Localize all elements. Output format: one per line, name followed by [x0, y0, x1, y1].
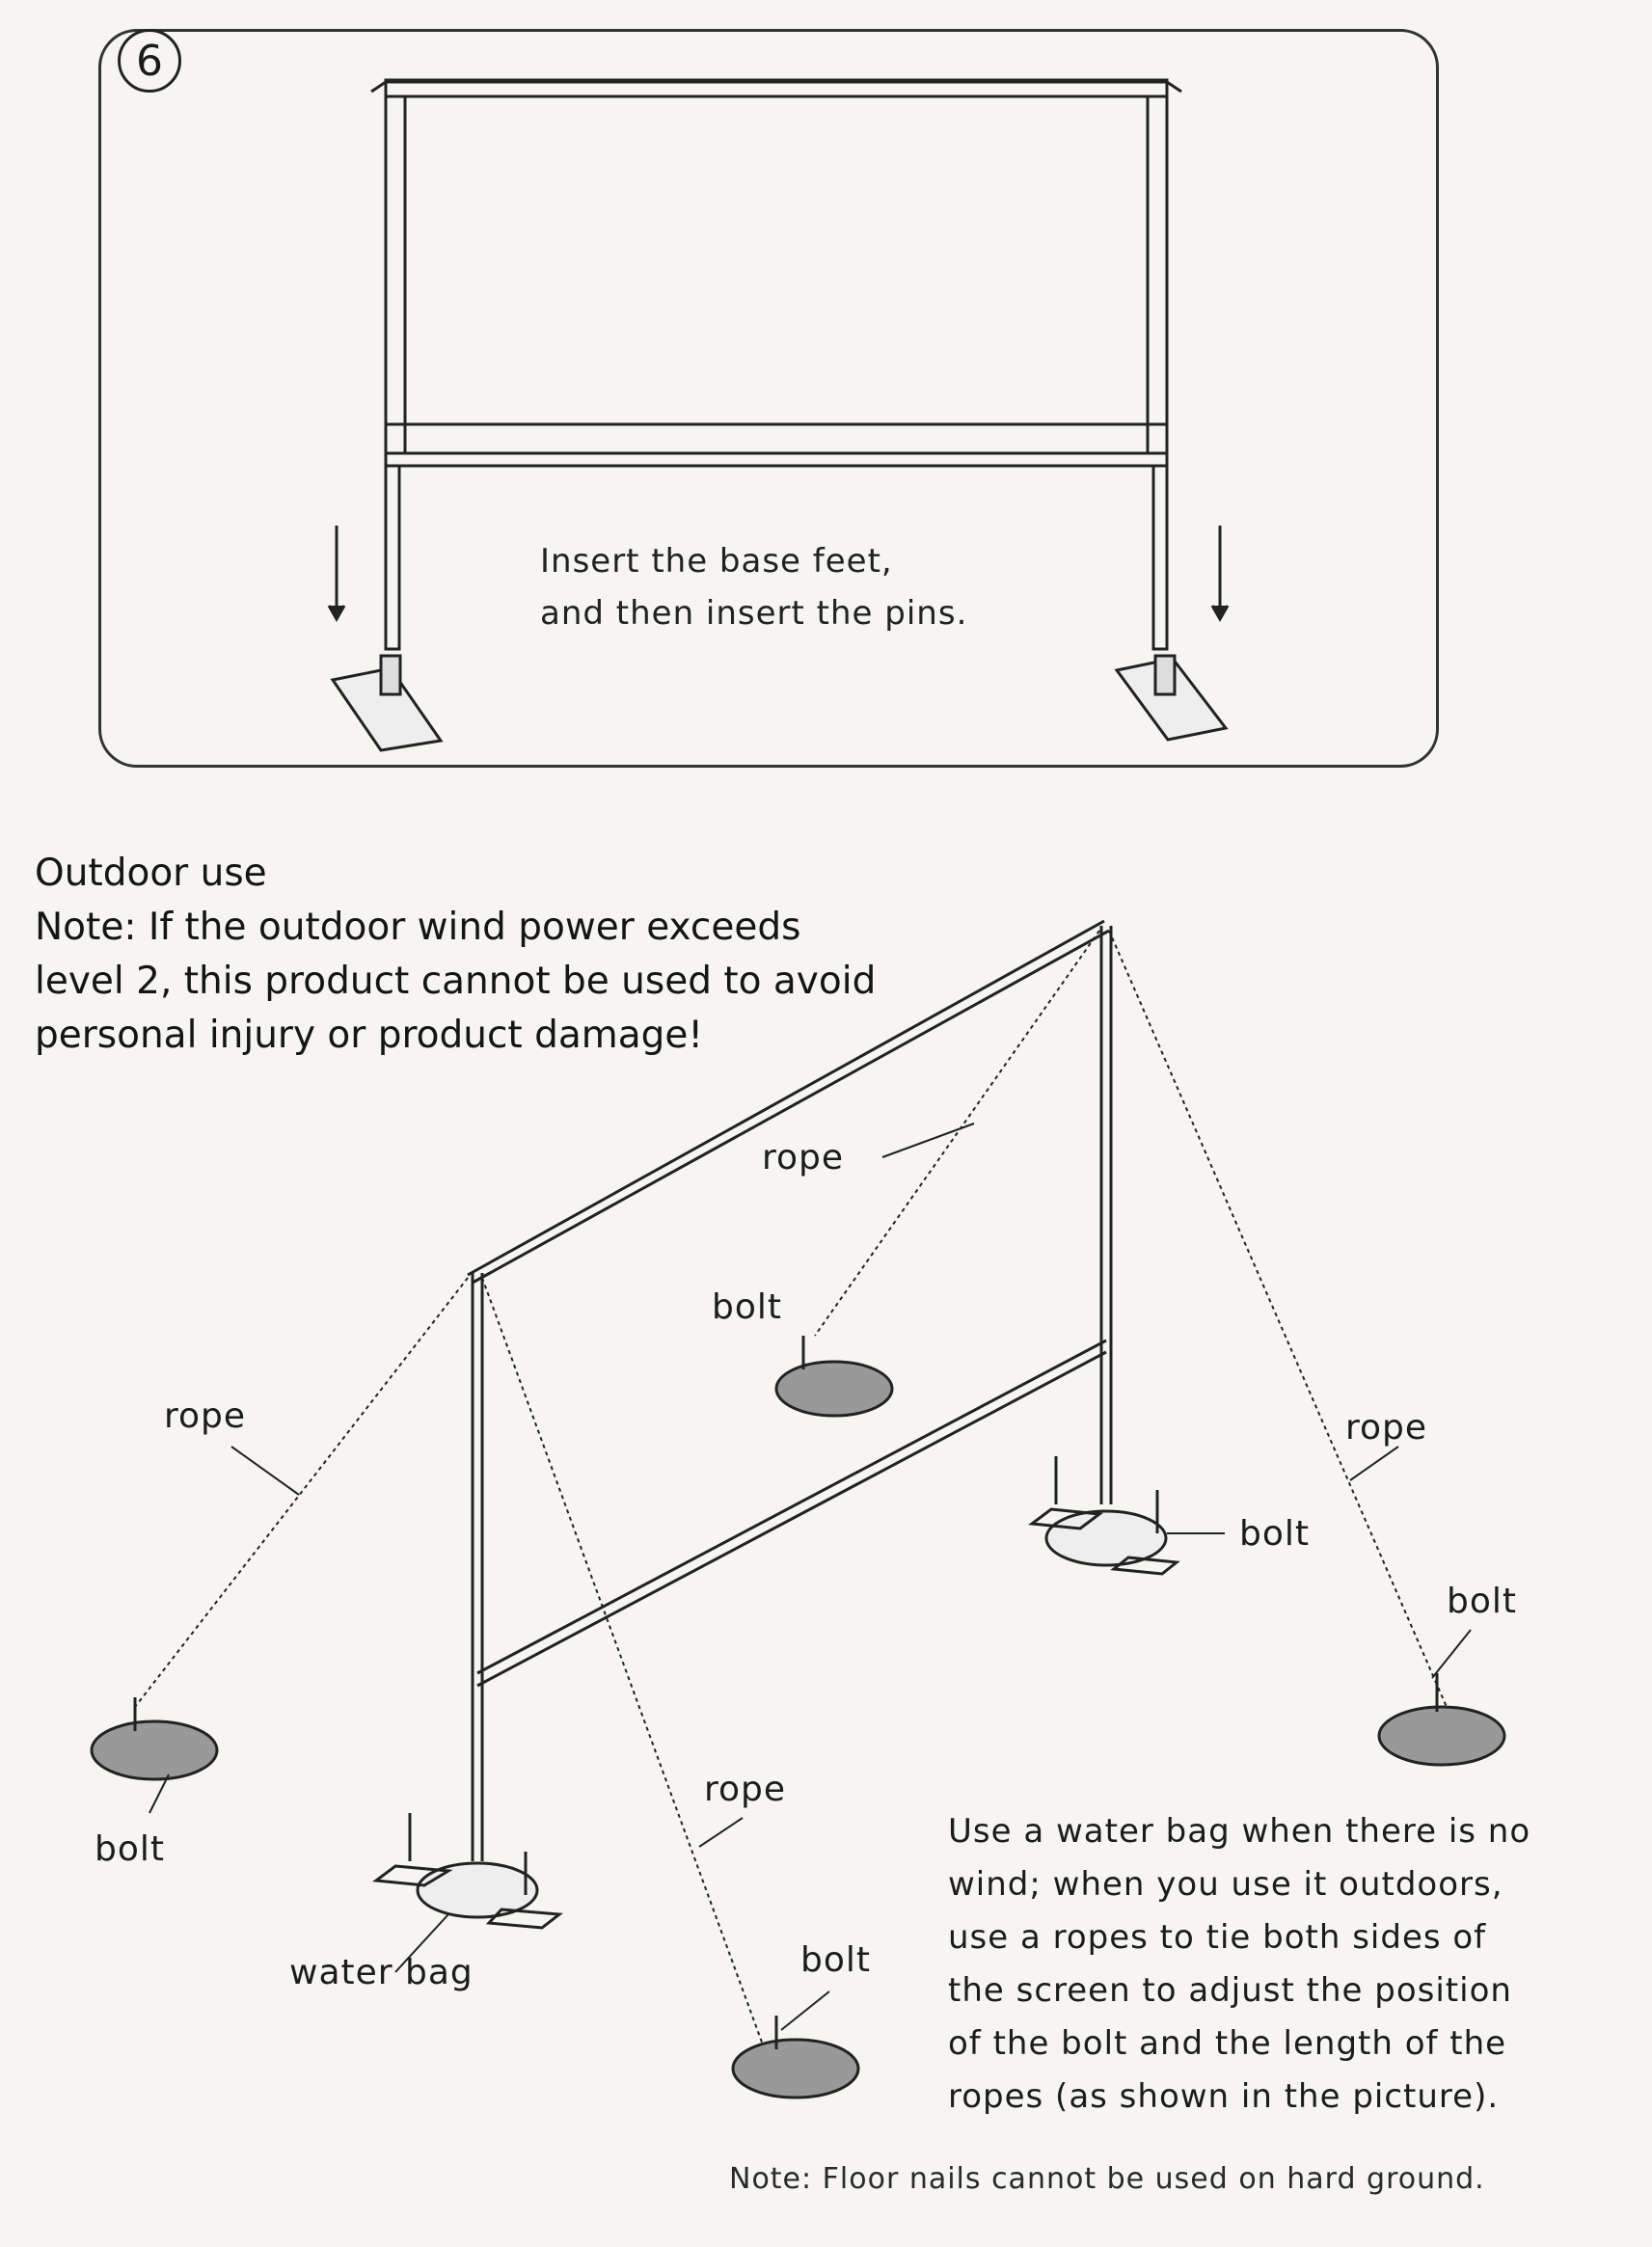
- step-number-badge: 6: [118, 29, 181, 93]
- outdoor-use-note: Outdoor use Note: If the outdoor wind po…: [35, 847, 876, 1063]
- base-foot-right: [1114, 654, 1229, 742]
- instruction-line: ropes (as shown in the picture).: [948, 2077, 1500, 2116]
- bolt-mat-front: [731, 2016, 860, 2099]
- note-line: personal injury or product damage!: [35, 1014, 704, 1057]
- instruction-line: Use a water bag when there is no: [948, 1812, 1531, 1851]
- insert-arrow-right: [1210, 526, 1230, 623]
- leader-lines: [149, 1123, 1472, 2031]
- note-line: level 2, this product cannot be used to …: [35, 960, 877, 1003]
- screen-frame-step6: [370, 78, 1182, 651]
- bolt-mat-left: [90, 1697, 219, 1781]
- instruction-line: use a ropes to tie both sides of: [948, 1918, 1487, 1957]
- water-bag-base-right: [1028, 1456, 1180, 1576]
- step-6-caption: Insert the base feet, and then insert th…: [540, 535, 967, 639]
- insert-arrow-left: [327, 526, 346, 623]
- label-rope-left: rope: [164, 1396, 247, 1436]
- bolt-mat-far-right: [1377, 1673, 1506, 1767]
- note-line: Note: If the outdoor wind power exceeds: [35, 906, 801, 949]
- label-bolt-base-right: bolt: [1239, 1514, 1310, 1554]
- label-rope-right: rope: [1345, 1408, 1428, 1448]
- outdoor-heading: Outdoor use: [35, 852, 267, 895]
- footnote: Note: Floor nails cannot be used on hard…: [729, 2162, 1485, 2196]
- usage-instructions: Use a water bag when there is no wind; w…: [948, 1805, 1530, 2124]
- step-number: 6: [136, 36, 163, 86]
- label-bolt-back: bolt: [712, 1287, 782, 1327]
- caption-line: and then insert the pins.: [540, 594, 968, 633]
- label-water-bag: water bag: [289, 1953, 474, 1992]
- label-rope-front: rope: [704, 1770, 787, 1809]
- ropes: [134, 930, 1448, 2070]
- outdoor-frame: [467, 919, 1113, 1861]
- caption-line: Insert the base feet,: [540, 542, 893, 581]
- instruction-line: of the bolt and the length of the: [948, 2024, 1507, 2063]
- instruction-line: wind; when you use it outdoors,: [948, 1865, 1503, 1904]
- step-6-panel: [98, 29, 1439, 768]
- label-bolt-front: bolt: [800, 1940, 871, 1980]
- label-bolt-left: bolt: [95, 1829, 165, 1869]
- water-bag-base-left: [372, 1813, 563, 1930]
- label-rope-back: rope: [762, 1138, 845, 1178]
- label-bolt-far-right: bolt: [1447, 1582, 1517, 1621]
- instruction-line: the screen to adjust the position: [948, 1971, 1512, 2010]
- bolt-mat-back: [774, 1336, 894, 1418]
- base-foot-left: [330, 654, 444, 752]
